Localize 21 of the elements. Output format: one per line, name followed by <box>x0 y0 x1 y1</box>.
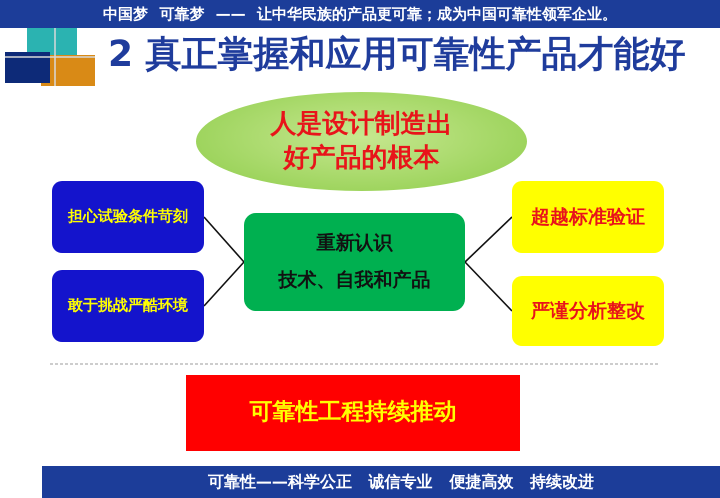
node-text: 技术、自我和产品 <box>278 268 430 293</box>
rounded-box <box>52 270 204 342</box>
node-text: 重新认识 <box>316 231 392 256</box>
connector-line <box>464 216 513 263</box>
node-text: 担心试验条件苛刻 <box>68 207 188 227</box>
node-text: 敢于挑战严酷环境 <box>68 296 188 316</box>
process-box <box>186 375 520 451</box>
connector-line <box>464 261 513 312</box>
slide-title: 2 真正掌握和应用可靠性产品才能好 <box>108 37 686 73</box>
node-text: 可靠性工程持续推动 <box>250 398 456 428</box>
header-text: 中国梦 可靠梦 —— 让中华民族的产品更可靠；成为中国可靠性领军企业。 <box>103 4 617 24</box>
node-text: 超越标准验证 <box>531 204 645 230</box>
connector-line <box>203 216 245 263</box>
node-text: 严谨分析整改 <box>531 298 645 324</box>
footer-slogan: 可靠性——科学公正 诚信专业 便捷高效 持续改进 <box>208 472 594 492</box>
connector-line <box>203 261 245 307</box>
rounded-box <box>512 181 664 253</box>
rounded-box <box>512 276 664 346</box>
rounded-box <box>244 213 465 311</box>
node-text: 人是设计制造出好产品的根本 <box>269 108 454 174</box>
rounded-box <box>52 181 204 253</box>
